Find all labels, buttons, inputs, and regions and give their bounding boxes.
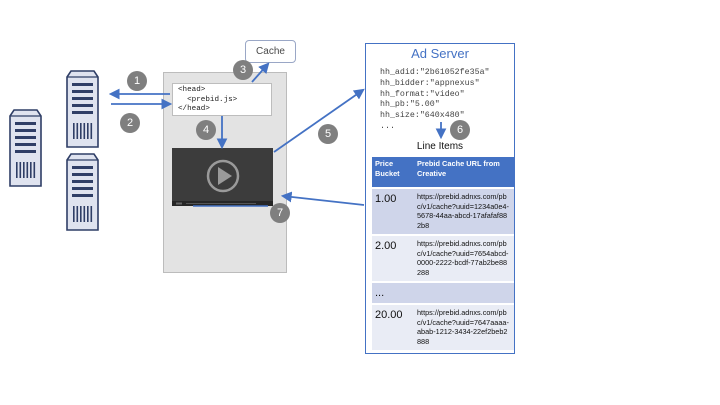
table-row: 1.00 https://prebid.adnxs.com/pbc/v1/cac… (372, 189, 514, 234)
targeting-adid: hh_adid:"2b61052fe35a" (380, 68, 490, 77)
url-cell: https://prebid.adnxs.com/pbc/v1/cache?uu… (414, 189, 514, 234)
header-price-bucket: Price Bucket (372, 157, 414, 187)
url-cell: https://prebid.adnxs.com/pbc/v1/cache?uu… (414, 305, 514, 350)
targeting-bidder: hh_bidder:"appnexus" (380, 78, 480, 88)
targeting-more: ... (380, 121, 395, 131)
step-2-badge: 2 (120, 113, 140, 133)
cache-box: Cache (245, 40, 296, 63)
table-header-row: Price Bucket Prebid Cache URL from Creat… (372, 157, 514, 187)
arrow-5 (273, 88, 365, 153)
table-row: ... (372, 283, 514, 303)
price-cell: 1.00 (372, 189, 414, 234)
head-open-tag: <head> (178, 86, 206, 94)
step-6-badge: 6 (450, 120, 470, 140)
step-7-badge: 7 (270, 203, 290, 223)
head-close-tag: </head> (178, 105, 210, 113)
arrow-3 (251, 62, 270, 83)
price-cell: ... (372, 283, 414, 303)
header-cache-url: Prebid Cache URL from Creative (414, 157, 514, 187)
step-4-badge: 4 (196, 120, 216, 140)
arrow-7 (280, 191, 365, 206)
step-1-badge: 1 (127, 71, 147, 91)
targeting-format: hh_format:"video" (380, 89, 465, 99)
line-items-title: Line Items (416, 141, 464, 152)
price-cell: 20.00 (372, 305, 414, 350)
table-row: 2.00 https://prebid.adnxs.com/pbc/v1/cac… (372, 236, 514, 281)
video-player[interactable] (172, 148, 273, 206)
price-cell: 2.00 (372, 236, 414, 281)
ad-server-title: Ad Server (411, 46, 469, 61)
step-3-badge: 3 (233, 60, 253, 80)
prebid-js-tag: <prebid.js> (178, 95, 238, 104)
targeting-size: hh_size:"640x480" (380, 111, 465, 121)
url-cell (414, 283, 514, 303)
table-row: 20.00 https://prebid.adnxs.com/pbc/v1/ca… (372, 305, 514, 350)
targeting-keys: hh_adid:"2b61052fe35a" hh_bidder:"appnex… (380, 68, 490, 133)
line-items-table: Price Bucket Prebid Cache URL from Creat… (372, 155, 514, 352)
cache-label: Cache (256, 46, 285, 57)
url-cell: https://prebid.adnxs.com/pbc/v1/cache?uu… (414, 236, 514, 281)
page-head-code: <head> <prebid.js> </head> (172, 83, 272, 116)
play-icon[interactable] (206, 159, 240, 193)
step-5-badge: 5 (318, 124, 338, 144)
targeting-pb: hh_pb:"5.00" (380, 100, 440, 110)
